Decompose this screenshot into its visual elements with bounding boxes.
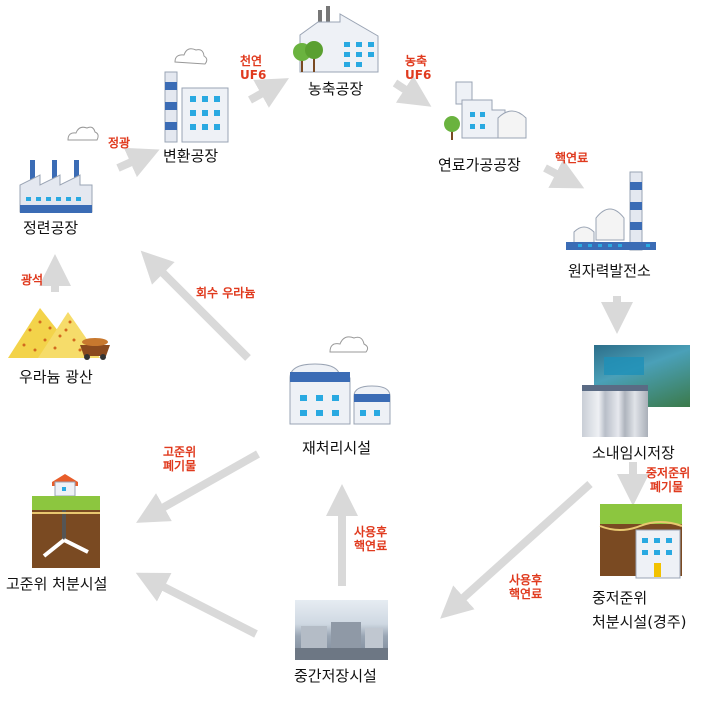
flow-natural-uf6-line1: 천연 bbox=[240, 54, 263, 68]
interim-storage-photo bbox=[295, 600, 388, 660]
nuclear-power-plant-icon bbox=[566, 171, 656, 251]
flow-fuel: 핵연료 bbox=[555, 151, 589, 165]
arrow-interim-to-hlw bbox=[135, 572, 258, 638]
node-conversion: 변환공장 bbox=[163, 147, 219, 165]
arrow-refining-to-conversion bbox=[116, 147, 160, 178]
flow-spent-fuel-b-line2: 핵연료 bbox=[509, 587, 543, 601]
uranium-mine-icon bbox=[8, 308, 110, 360]
flow-hlw-line1: 고준위 bbox=[163, 445, 197, 459]
flow-ore: 광석 bbox=[21, 273, 44, 287]
flow-recovered-uranium: 회수 우라늄 bbox=[196, 286, 256, 300]
node-ilw-disposal-line2: 처분시설(경주) bbox=[592, 613, 687, 631]
hlw-disposal-icon bbox=[32, 474, 100, 568]
node-enrichment: 농축공장 bbox=[308, 80, 364, 98]
arrow-reprocessing-to-hlw bbox=[136, 450, 260, 523]
flow-spent-fuel-a-line2: 핵연료 bbox=[354, 539, 388, 553]
node-nuclear-power-plant: 원자력발전소 bbox=[568, 262, 651, 280]
flow-hlw-line2: 폐기물 bbox=[163, 459, 197, 473]
node-uranium-mine: 우라늄 광산 bbox=[19, 368, 93, 386]
flow-spent-fuel-b-line1: 사용후 bbox=[509, 573, 543, 587]
arrow-enrichment-to-fuelfab bbox=[392, 75, 432, 107]
arrow-conversion-to-enrichment bbox=[248, 78, 289, 108]
onsite-storage-photo bbox=[582, 345, 690, 437]
flow-ilw-line1: 중저준위 bbox=[646, 466, 691, 480]
node-ilw-disposal-line1: 중저준위 bbox=[592, 589, 648, 607]
flow-enriched-uf6-line2: UF6 bbox=[405, 68, 432, 82]
node-refining: 정련공장 bbox=[23, 219, 79, 237]
flow-concentrate: 정광 bbox=[108, 136, 131, 150]
arrow-storage-to-interim bbox=[440, 481, 593, 619]
flow-ilw-line2: 폐기물 bbox=[650, 480, 684, 494]
ilw-disposal-icon bbox=[599, 504, 683, 579]
node-hlw-disposal: 고준위 처분시설 bbox=[6, 575, 108, 593]
node-reprocessing: 재처리시설 bbox=[302, 439, 372, 457]
arrow-reprocessing-to-refining bbox=[140, 250, 251, 361]
flow-spent-fuel-a-line1: 사용후 bbox=[354, 525, 388, 539]
node-interim-storage: 중간저장시설 bbox=[294, 667, 377, 685]
flow-natural-uf6-line2: UF6 bbox=[240, 68, 267, 82]
arrow-fuelfab-to-npp bbox=[543, 159, 585, 189]
enrichment-factory-icon bbox=[293, 6, 379, 73]
node-fuel-fabrication: 연료가공공장 bbox=[438, 156, 521, 174]
node-onsite-storage: 소내임시저장 bbox=[592, 444, 675, 462]
refining-factory-icon bbox=[19, 126, 99, 213]
fuel-fabrication-icon bbox=[444, 81, 527, 140]
flow-enriched-uf6-line1: 농축 bbox=[405, 54, 428, 68]
conversion-factory-icon bbox=[164, 48, 229, 143]
reprocessing-facility-icon bbox=[289, 336, 391, 425]
